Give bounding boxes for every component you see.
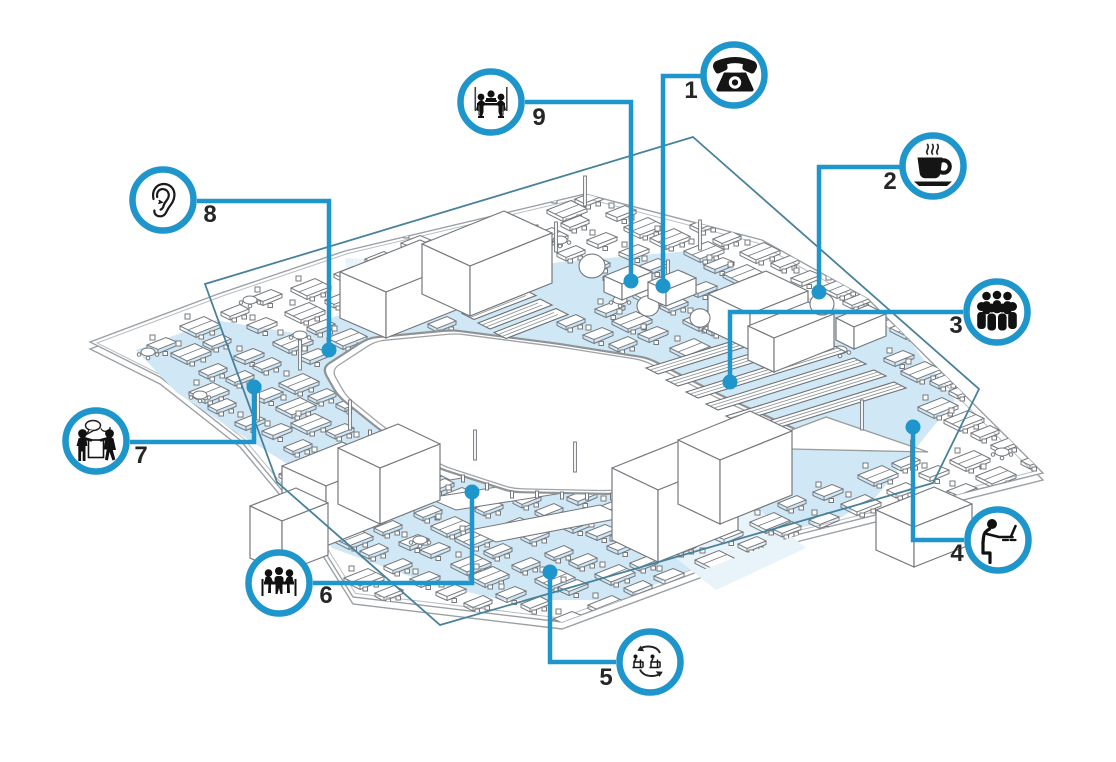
svg-text:1: 1: [684, 77, 697, 104]
svg-text:3: 3: [949, 312, 962, 339]
svg-text:5: 5: [599, 664, 612, 691]
svg-text:7: 7: [134, 442, 147, 469]
svg-text:6: 6: [319, 582, 332, 609]
svg-text:9: 9: [532, 104, 545, 131]
svg-text:8: 8: [203, 201, 216, 228]
svg-text:2: 2: [883, 168, 896, 195]
svg-text:4: 4: [950, 540, 964, 567]
